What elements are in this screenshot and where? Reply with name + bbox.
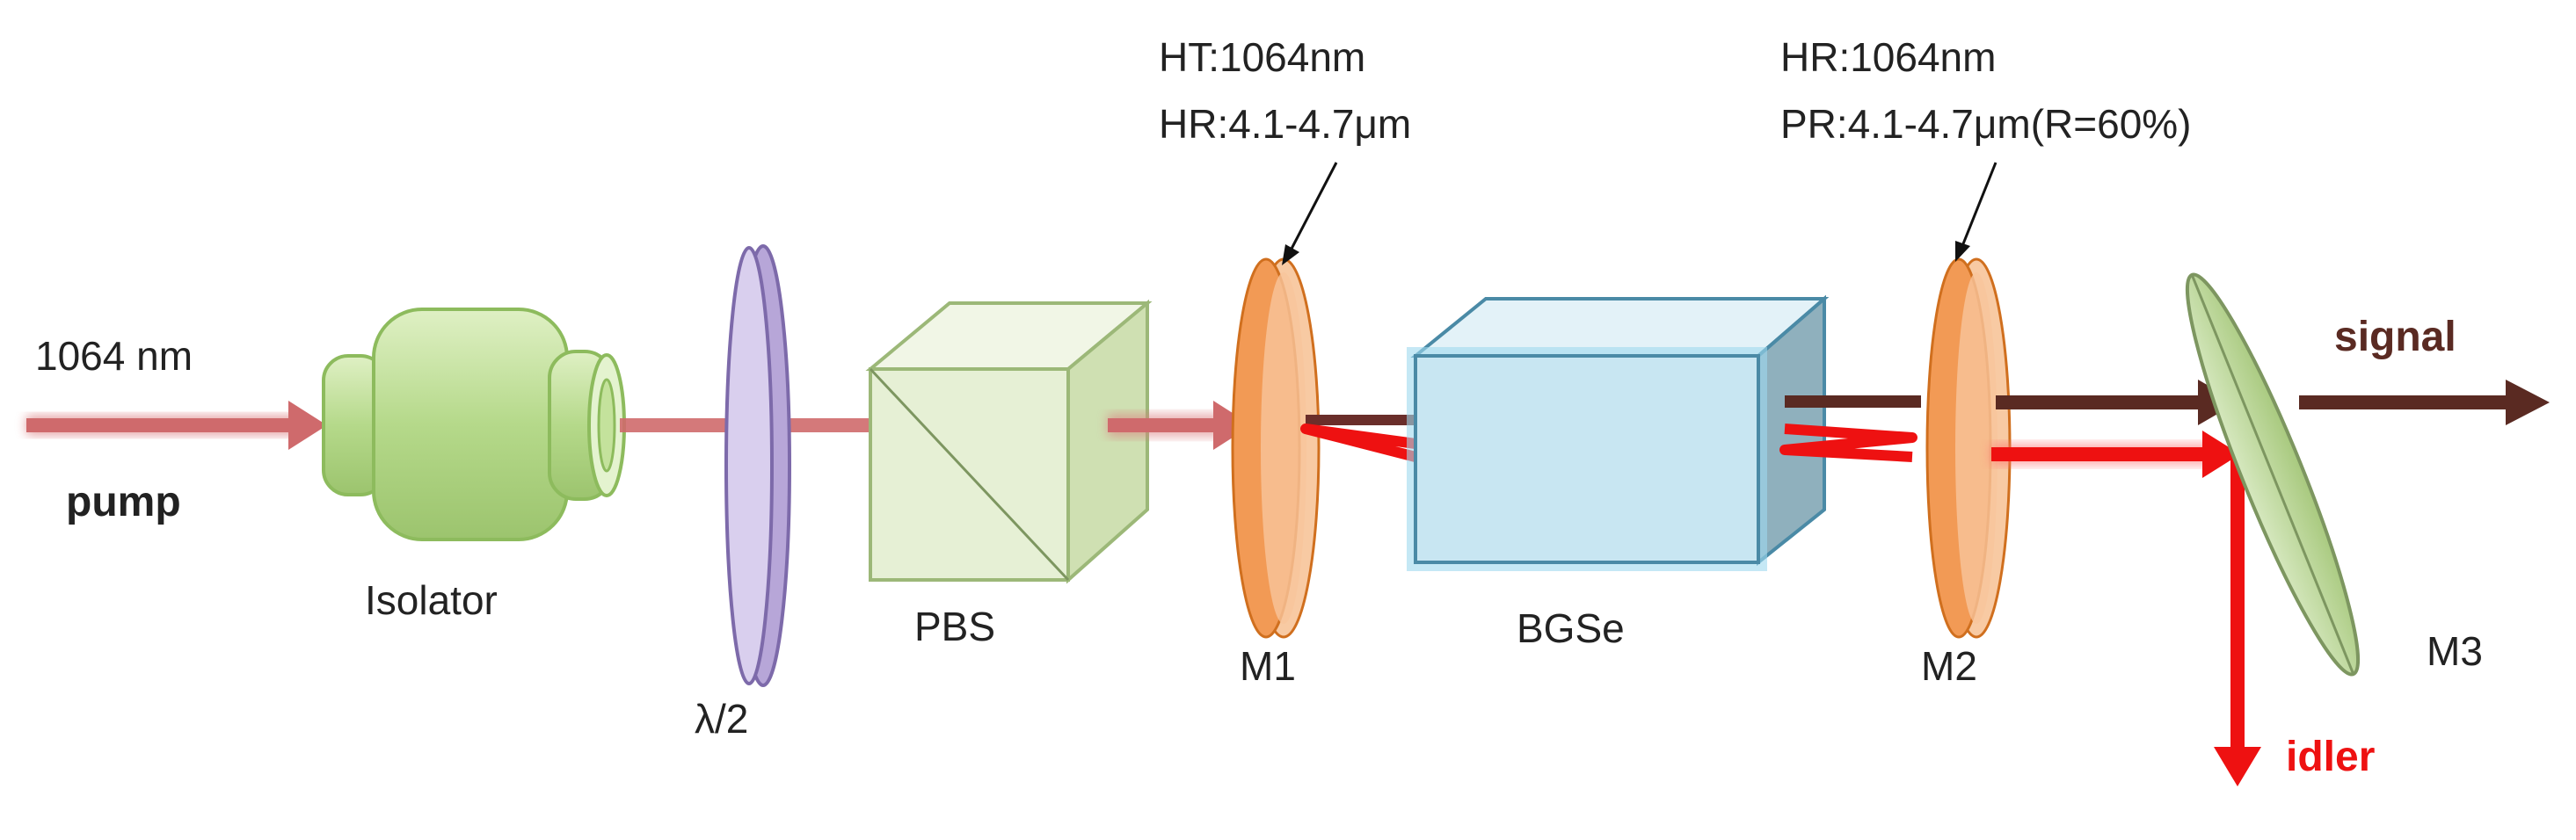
m1-coating-line1: HT:1064nm	[1159, 34, 1366, 80]
bgse-label: BGSe	[1517, 605, 1625, 651]
idler-beam	[1991, 431, 2261, 786]
pump-beam-segment-1	[620, 418, 870, 432]
m2-label: M2	[1921, 643, 1977, 689]
m2-coating-line1: HR:1064nm	[1780, 34, 1997, 80]
m1-label: M1	[1240, 643, 1296, 689]
half-wave-plate-icon	[724, 244, 791, 687]
bgse-crystal-icon	[1407, 294, 1830, 571]
half-wave-plate-label: λ/2	[695, 696, 749, 742]
signal-beam-segment-1	[1996, 380, 2238, 425]
pbs-cube-icon	[865, 299, 1153, 584]
cavity-beams-right	[1779, 395, 1921, 462]
m2-coating-line2: PR:4.1-4.7μm(R=60%)	[1780, 101, 2192, 147]
pump-beam-input	[26, 401, 327, 450]
idler-label: idler	[2286, 734, 2376, 780]
signal-beam-segment-2	[2299, 380, 2550, 425]
m2-pointer-arrow	[1955, 162, 1997, 262]
pbs-label: PBS	[914, 604, 996, 649]
m3-label: M3	[2427, 628, 2483, 674]
cavity-beams-left	[1300, 415, 1417, 462]
m3-mirror-icon	[2185, 272, 2361, 677]
isolator-icon	[322, 308, 626, 541]
pump-label: pump	[66, 479, 181, 525]
m1-pointer-arrow	[1282, 162, 1338, 265]
pump-beam-segment-2	[1108, 401, 1252, 450]
input-wavelength-label: 1064 nm	[35, 333, 193, 379]
isolator-label: Isolator	[365, 577, 498, 623]
signal-label: signal	[2334, 314, 2456, 360]
m1-coating-line2: HR:4.1-4.7μm	[1159, 101, 1412, 147]
m1-mirror-icon	[1231, 257, 1321, 639]
m2-mirror-icon	[1925, 257, 2012, 639]
